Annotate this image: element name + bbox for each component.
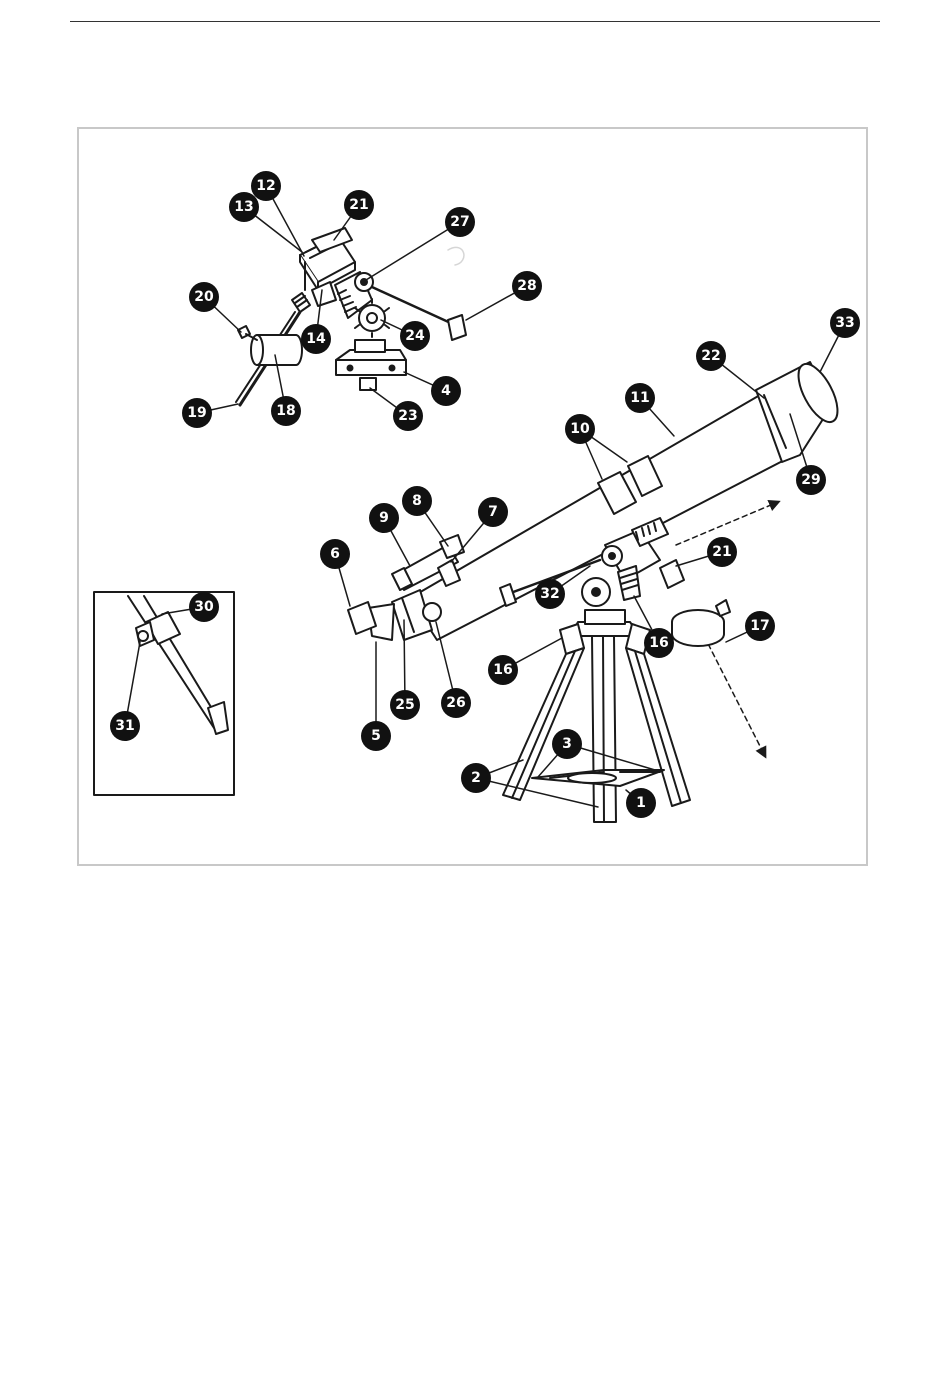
callout-2: 2 <box>461 763 491 793</box>
callout-32: 32 <box>535 579 565 609</box>
callout-17: 17 <box>745 611 775 641</box>
callout-16-mount-label: 16 <box>649 635 668 651</box>
callout-4: 4 <box>431 376 461 406</box>
callout-21-mount: 21 <box>707 537 737 567</box>
callout-18-label: 18 <box>276 403 295 419</box>
callout-33-label: 33 <box>835 315 854 331</box>
callout-28: 28 <box>512 271 542 301</box>
callout-6-label: 6 <box>330 546 340 562</box>
callout-20-label: 20 <box>194 289 214 305</box>
callout-20: 20 <box>189 282 219 312</box>
callout-28-label: 28 <box>517 278 536 294</box>
callout-14-label: 14 <box>306 331 326 347</box>
callout-26: 26 <box>441 688 471 718</box>
callout-27-label: 27 <box>450 214 469 230</box>
callout-8: 8 <box>402 486 432 516</box>
callout-13-label: 13 <box>234 199 253 215</box>
callout-12: 12 <box>251 171 281 201</box>
callout-23: 23 <box>393 401 423 431</box>
callout-9: 9 <box>369 503 399 533</box>
callout-31: 31 <box>110 711 140 741</box>
callout-22-label: 22 <box>701 348 720 364</box>
callout-27: 27 <box>445 207 475 237</box>
callout-10-label: 10 <box>570 421 590 437</box>
callout-12-label: 12 <box>256 178 275 194</box>
callout-24: 24 <box>400 321 430 351</box>
callout-19: 19 <box>182 398 212 428</box>
callout-26-label: 26 <box>446 695 465 711</box>
callout-31-label: 31 <box>115 718 134 734</box>
exploded-mount-illustration <box>236 228 466 405</box>
tripod-leg-detail-inset <box>94 592 234 795</box>
callout-1: 1 <box>626 788 656 818</box>
callout-22: 22 <box>696 341 726 371</box>
callout-23-label: 23 <box>398 408 417 424</box>
callout-19-label: 19 <box>187 405 206 421</box>
callout-21-mount-label: 21 <box>712 544 731 560</box>
callout-32-label: 32 <box>540 586 559 602</box>
callout-8-label: 8 <box>412 493 422 509</box>
callout-16-tripod-label: 16 <box>493 662 512 678</box>
callout-29-label: 29 <box>801 472 820 488</box>
callout-9-label: 9 <box>379 510 389 526</box>
callout-13: 13 <box>229 192 259 222</box>
callout-33: 33 <box>830 308 860 338</box>
callout-17-label: 17 <box>750 618 769 634</box>
callout-21-exploded-label: 21 <box>349 197 368 213</box>
callout-16-tripod: 16 <box>488 655 518 685</box>
callout-7-label: 7 <box>488 504 498 520</box>
callout-14: 14 <box>301 324 331 354</box>
callout-5: 5 <box>361 721 391 751</box>
callout-1-label: 1 <box>636 795 646 811</box>
callout-16-mount: 16 <box>644 628 674 658</box>
callout-2-label: 2 <box>471 770 481 786</box>
callout-30: 30 <box>189 592 219 622</box>
callout-18: 18 <box>271 396 301 426</box>
callout-3: 3 <box>552 729 582 759</box>
callout-3-label: 3 <box>562 736 572 752</box>
callout-29: 29 <box>796 465 826 495</box>
callout-21-exploded: 21 <box>344 190 374 220</box>
callout-5-label: 5 <box>371 728 381 744</box>
callout-25: 25 <box>390 690 420 720</box>
callout-4-label: 4 <box>441 383 451 399</box>
callout-24-label: 24 <box>405 328 425 344</box>
callout-25-label: 25 <box>395 697 414 713</box>
callout-6: 6 <box>320 539 350 569</box>
callout-11-label: 11 <box>630 390 649 406</box>
callout-30-label: 30 <box>194 599 214 615</box>
callout-7: 7 <box>478 497 508 527</box>
callout-10: 10 <box>565 414 595 444</box>
callout-11: 11 <box>625 383 655 413</box>
